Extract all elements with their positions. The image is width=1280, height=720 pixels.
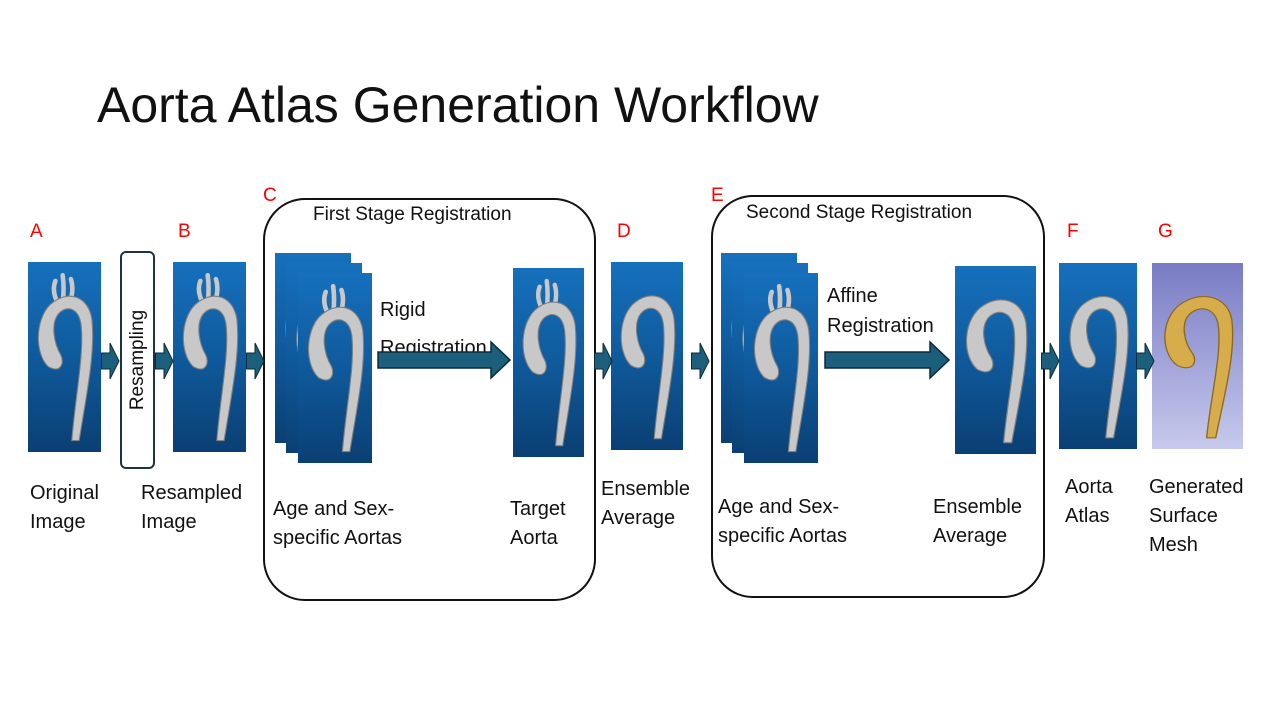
step-letter-d: D [617,221,631,242]
right-arrow-icon [594,342,613,380]
second-stage-title: Second Stage Registration [746,202,973,223]
affine-registration-arrow [824,340,950,380]
ensemble-average-panel-e [955,266,1036,454]
step-letter-f: F [1067,221,1079,242]
first-stage-title: First Stage Registration [313,204,512,225]
flow-arrow-resampling-b [155,342,174,380]
aorta-render-icon [753,283,811,453]
surface-mesh-panel [1152,263,1243,449]
flow-arrow-f-g [1136,342,1155,380]
right-arrow-icon [101,342,120,380]
right-arrow-icon [246,342,265,380]
flow-arrow-c-d [594,342,613,380]
right-arrow-icon [691,342,710,380]
aorta-render-icon [620,295,676,440]
right-arrow-icon [155,342,174,380]
right-arrow-icon [1041,342,1060,380]
aorta-atlas-panel [1059,263,1137,449]
step-letter-g: G [1158,221,1173,242]
flow-arrow-d-e [691,342,710,380]
aorta-render-icon [182,272,239,442]
second-stage-box [711,195,1045,598]
step-letter-b: B [178,221,191,242]
ensemble-average-panel-d [611,262,683,450]
aorta-render-icon [522,278,577,447]
resampling-box: Resampling [120,251,155,469]
step-letter-c: C [263,185,277,206]
right-arrow-icon [1136,342,1155,380]
aorta-render-icon [965,299,1028,444]
original-image-panel [28,262,101,452]
flow-arrow-e-f [1041,342,1060,380]
right-arrow-icon [377,340,511,380]
slide-title: Aorta Atlas Generation Workflow [97,77,819,133]
step-letter-a: A [30,221,43,242]
aorta-render-icon [307,283,365,453]
step-letter-e: E [711,185,724,206]
aorta-stack-image-3 [298,273,372,463]
resampling-label: Resampling [126,309,148,411]
age-sex-aortas-label-2: Age and Sex-specific Aortas [718,496,847,547]
right-arrow-icon [824,340,950,380]
surface-mesh-icon [1164,295,1234,439]
resampled-image-panel [173,262,246,452]
first-stage-box [263,198,596,601]
aorta-render-icon [1069,296,1129,439]
flow-arrow-a-resampling [101,342,120,380]
rigid-registration-arrow [377,340,511,380]
age-sex-aortas-label-1: Age and Sex-specific Aortas [273,498,402,549]
aorta-render-icon [37,272,94,442]
target-aorta-panel [513,268,584,457]
aorta-stack-image-6 [744,273,818,463]
flow-arrow-b-c [246,342,265,380]
